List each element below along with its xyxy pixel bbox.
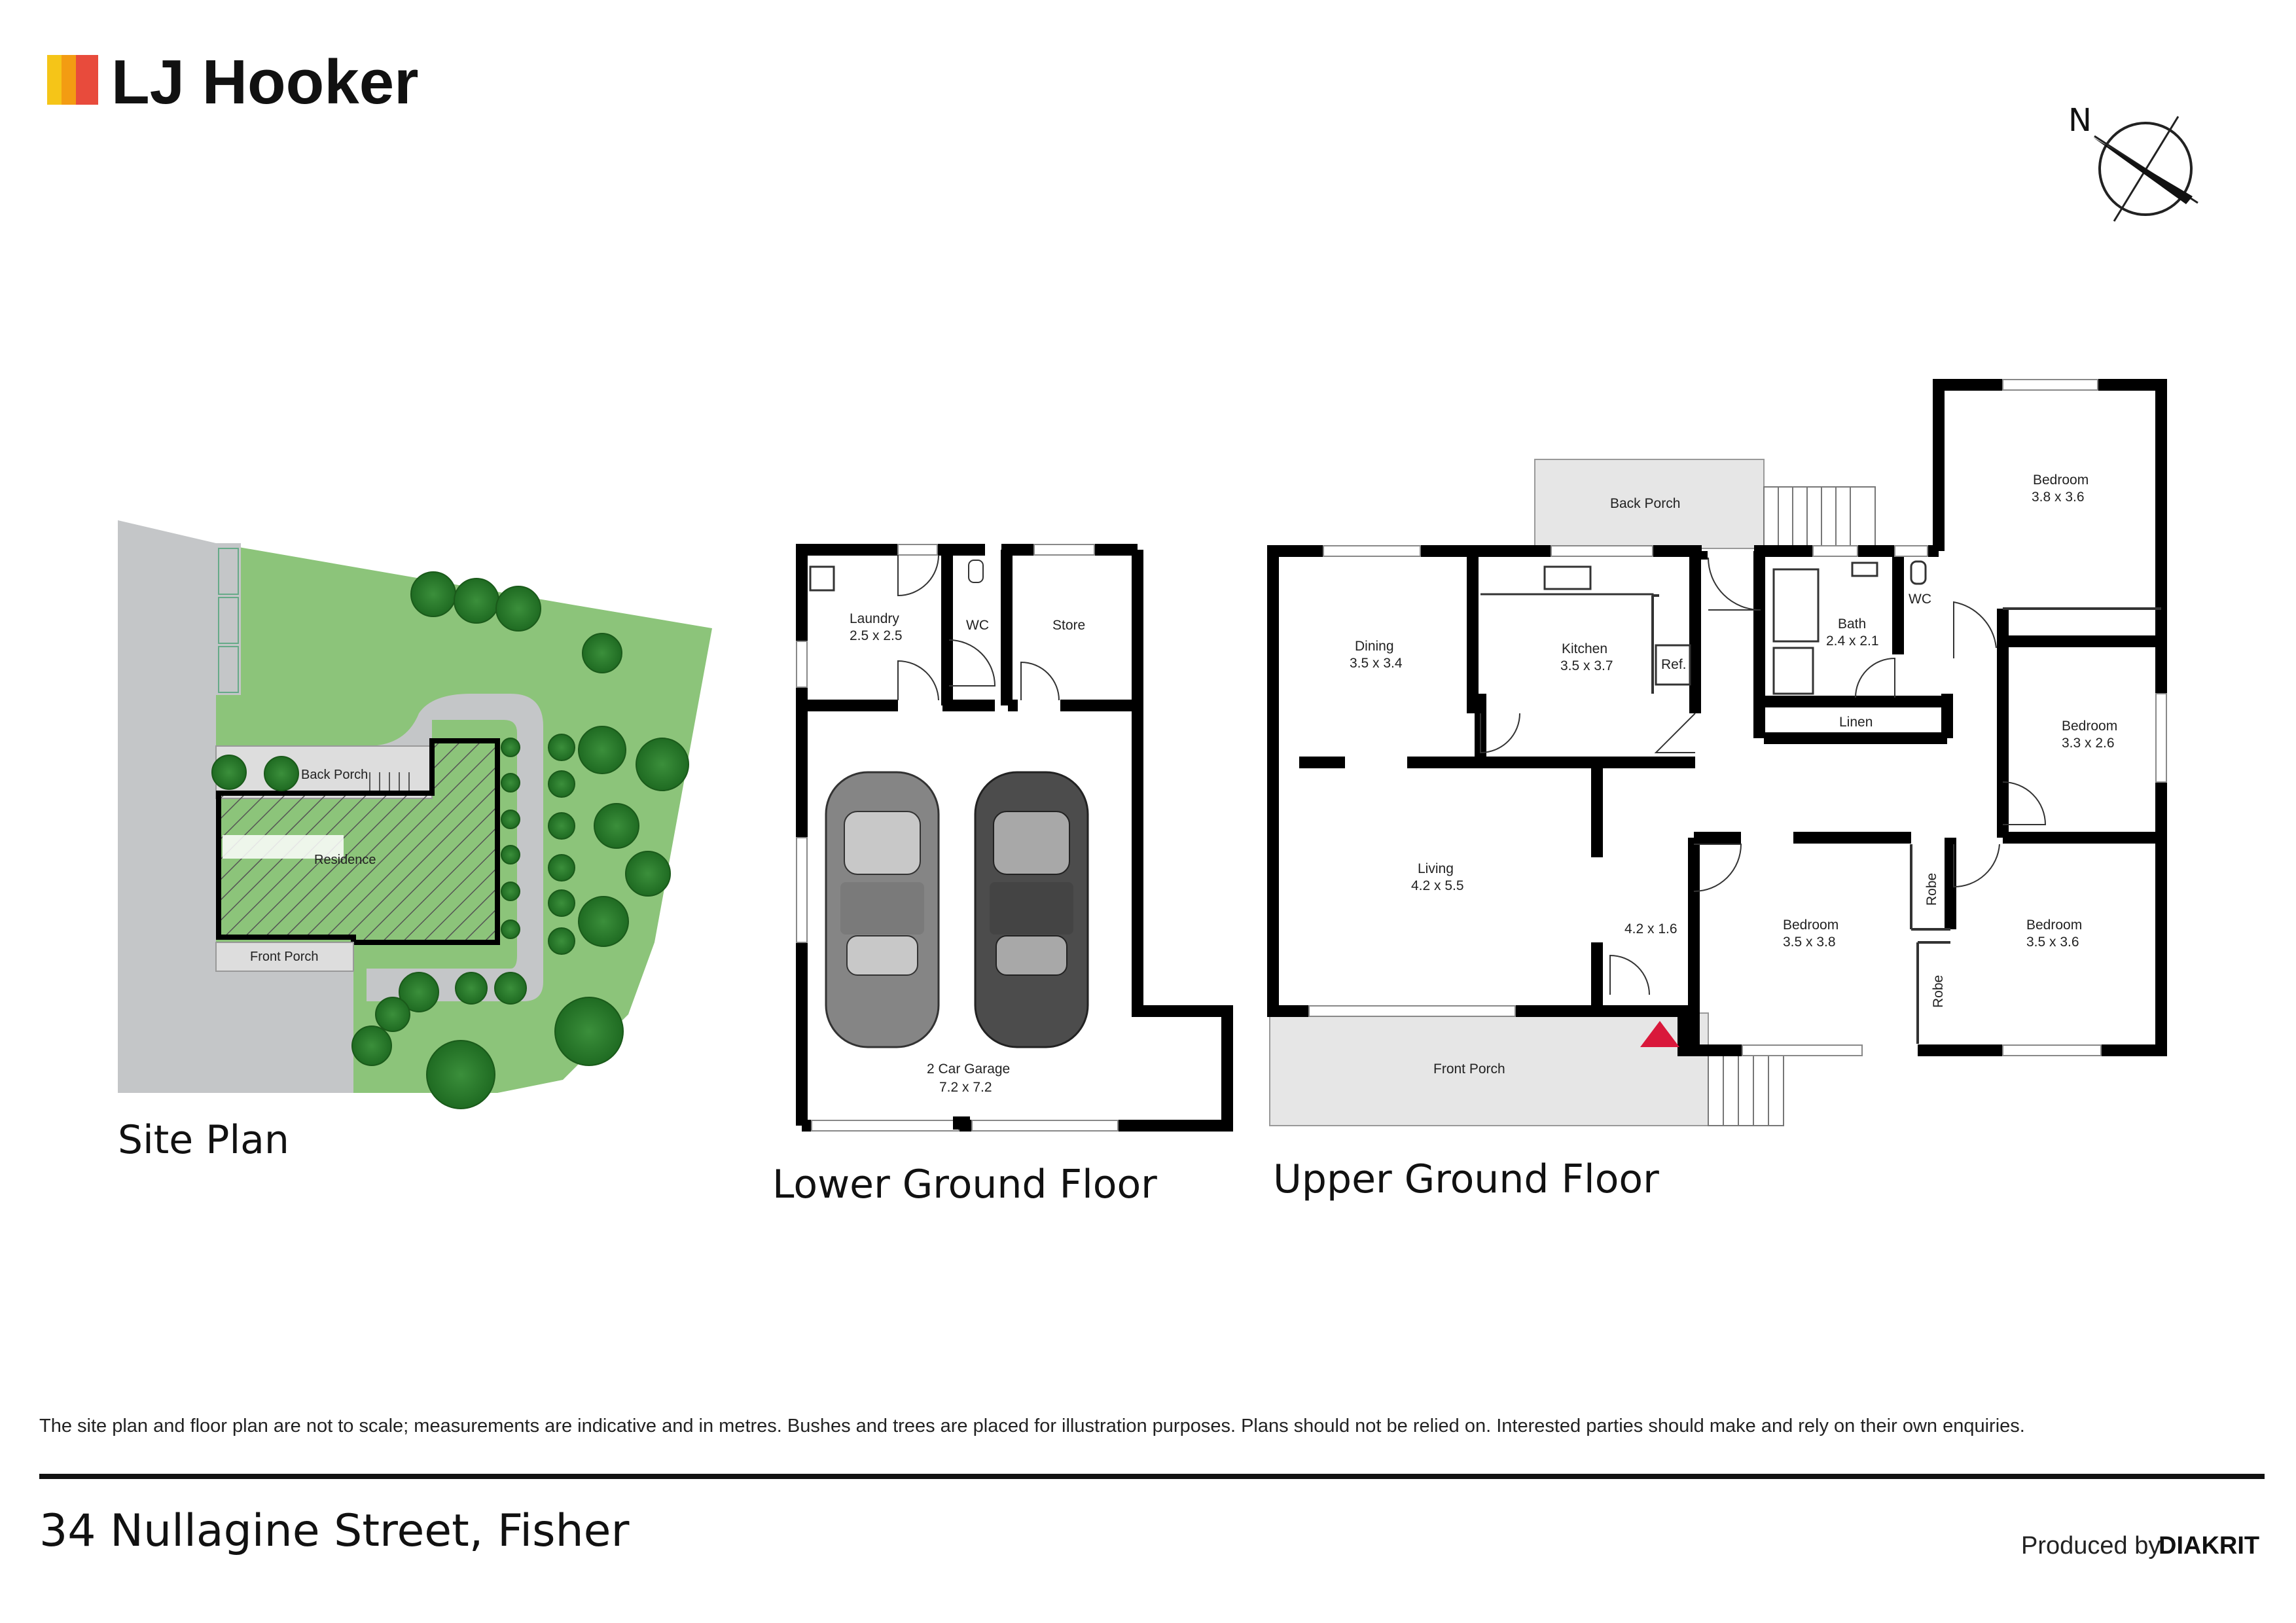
lower-ground-floor: Laundry 2.5 x 2.5 WC Store 2 Car Garage … [772,544,1233,1207]
producer-prefix: Produced by [2021,1532,2161,1560]
store-label: Store [1052,618,1085,633]
garage-size: 7.2 x 7.2 [939,1080,992,1095]
bath-name: Bath [1838,616,1866,632]
kitchen-size: 3.5 x 3.7 [1560,658,1613,673]
front-porch-label: Front Porch [1433,1061,1505,1077]
disclaimer: The site plan and floor plan are not to … [39,1416,2025,1436]
dining-size: 3.5 x 3.4 [1350,656,1403,671]
site-front-porch: Front Porch [250,950,318,964]
bedroom-2-name: Bedroom [2062,719,2117,734]
upper-wc-label: WC [1909,592,1931,607]
lower-doors [897,554,1060,701]
bedroom-3-name: Bedroom [1783,918,1839,933]
ref-label: Ref. [1661,657,1687,672]
bedroom-1-size: 3.8 x 3.6 [2032,490,2085,505]
property-address: 34 Nullagine Street, Fisher [39,1505,629,1557]
upper-windows [1308,379,2167,1056]
laundry-name: Laundry [850,611,899,626]
bedroom-3-size: 3.5 x 3.8 [1783,935,1836,950]
kitchen-counter [1480,565,1691,694]
site-trees [211,571,689,1109]
brand-logo: LJ Hooker [47,47,418,117]
linen-label: Linen [1839,715,1873,730]
upper-ground-title: Upper Ground Floor [1273,1156,1659,1202]
laundry-tub-icon [809,565,835,592]
lower-wc-label: WC [966,618,989,633]
upper-ground-floor: Back Porch Front Porch [1267,379,2167,1202]
living-size: 4.2 x 5.5 [1411,878,1464,893]
upper-doors [1480,557,2047,995]
living-name: Living [1418,861,1454,876]
robe-2-label: Robe [1931,975,1946,1008]
dining-name: Dining [1355,639,1394,654]
bedroom-4-name: Bedroom [2026,918,2082,933]
driveway-path [216,694,543,1001]
lower-wc-toilet-icon [968,560,984,583]
lower-ground-title: Lower Ground Floor [772,1162,1157,1207]
north-label: N [2068,102,2092,139]
compass-icon: N [2068,102,2198,222]
back-porch-steps [1763,486,1876,549]
upper-walls [1267,379,2167,1056]
brand-name: LJ Hooker [111,47,418,117]
entry-size: 4.2 x 1.6 [1624,921,1677,936]
robe-1-label: Robe [1924,873,1939,906]
kitchen-name: Kitchen [1562,641,1607,656]
site-residence [216,738,500,945]
car-icon [974,771,1089,1048]
lower-windows [796,544,1119,1132]
laundry-size: 2.5 x 2.5 [850,628,903,643]
back-porch-label: Back Porch [1610,496,1680,511]
producer-name: DIAKRIT [2159,1532,2259,1560]
bedroom-1-name: Bedroom [2033,473,2089,488]
entry-marker-icon [1640,1021,1679,1047]
bath-fixtures [1772,560,1927,695]
lot-paving-lower [118,942,353,1093]
bedroom-2-size: 3.3 x 2.6 [2062,736,2115,751]
upper-thin-walls [1651,594,2161,1044]
site-back-porch: Back Porch [301,768,368,782]
footer-divider [39,1474,2265,1479]
site-residence-label: Residence [314,853,376,867]
back-porch-deck [1534,459,1765,549]
car-icon [825,771,940,1048]
bath-size: 2.4 x 2.1 [1826,633,1879,649]
site-plan: Back Porch Residence Front Porch Site Pl… [118,520,712,1163]
site-steps [369,772,410,792]
front-porch-steps [1708,1053,1784,1126]
site-plan-title: Site Plan [118,1117,289,1163]
bedroom-4-size: 3.5 x 3.6 [2026,935,2079,950]
garage-name: 2 Car Garage [927,1061,1010,1077]
